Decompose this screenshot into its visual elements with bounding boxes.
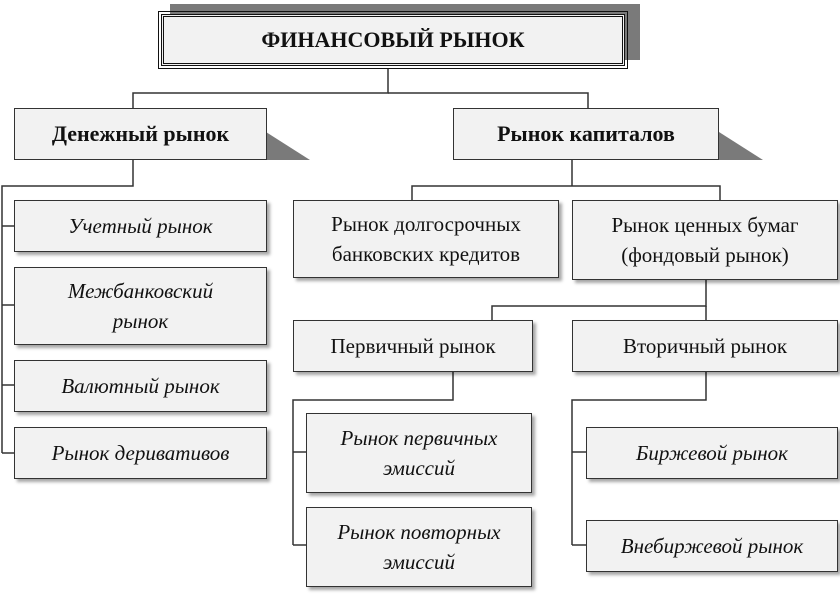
primary-emissions-node: Рынок первичных эмиссий	[306, 413, 532, 493]
capital-market-shadow-wedge	[719, 132, 763, 160]
securities-market-node: Рынок ценных бумаг (фондовый рынок)	[572, 200, 838, 280]
root-node: ФИНАНСОВЫЙ РЫНОК	[158, 11, 628, 69]
discount-market-node: Учетный рынок	[14, 200, 267, 252]
money-market-shadow-wedge	[266, 132, 310, 160]
capital-market-node: Рынок капиталов	[453, 108, 719, 160]
interbank-market-node: Межбанковский рынок	[14, 267, 267, 345]
secondary-market-node: Вторичный рынок	[572, 320, 838, 372]
repeat-emissions-node: Рынок повторных эмиссий	[306, 507, 532, 587]
currency-market-node: Валютный рынок	[14, 360, 267, 412]
long-term-credit-node: Рынок долгосрочных банковских кредитов	[293, 200, 559, 278]
exchange-market-node: Биржевой рынок	[586, 427, 838, 479]
derivatives-market-node: Рынок деривативов	[14, 427, 267, 479]
money-market-node: Денежный рынок	[14, 108, 267, 160]
otc-market-node: Внебиржевой рынок	[586, 520, 838, 572]
primary-market-node: Первичный рынок	[293, 320, 533, 372]
